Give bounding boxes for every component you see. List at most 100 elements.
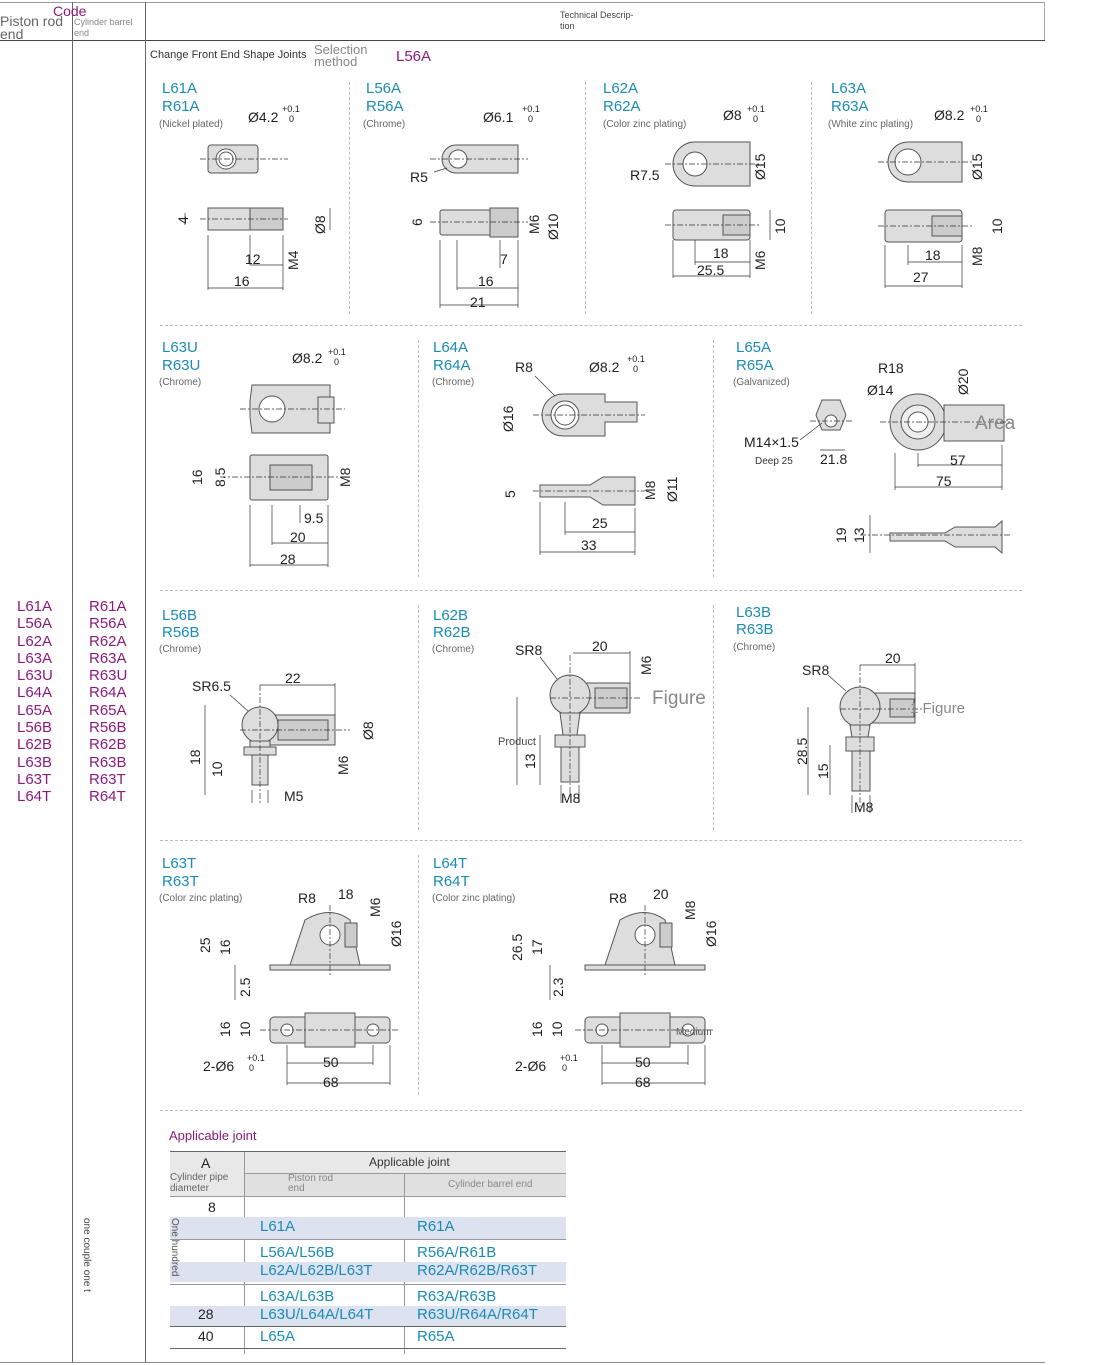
code-item: L62B <box>17 736 53 754</box>
dim-label: 57 <box>950 452 966 468</box>
col-a-header-cell <box>170 1152 244 1196</box>
dim-label: R5 <box>410 169 428 185</box>
joint-r64a-code: R64A <box>433 357 471 374</box>
joint-l63b-code: L63B <box>736 604 772 621</box>
tolerance-lower: 0 <box>334 357 339 367</box>
joint-finish: (Chrome) <box>432 644 475 655</box>
dim-label: 18 <box>925 247 941 263</box>
dim-label: M6 <box>638 655 654 675</box>
dim-label: 10 <box>989 218 1005 234</box>
joint-l62a-code: L62A <box>603 80 639 97</box>
table-cell: L63A/L63B <box>260 1288 335 1305</box>
dim-label: 7 <box>500 251 508 267</box>
header-rule <box>0 40 1045 41</box>
dim-label: 21 <box>470 294 486 310</box>
applicable-title: Applicable joint <box>169 1128 257 1143</box>
joint-r65a-code: R65A <box>736 357 774 374</box>
table-row: L61A R61A <box>170 1217 566 1239</box>
l65a-drawing: R18 Ø20 Ø14 M14×1.5 Deep 25 21.8 57 75 1… <box>744 360 1016 555</box>
code-item: R64A <box>89 684 127 702</box>
tolerance-lower: 0 <box>562 1063 567 1073</box>
column-divider-2 <box>145 2 146 1362</box>
joint-finish: (Galvanized) <box>733 377 790 388</box>
row-separator <box>160 590 1022 591</box>
dim-label: 15 <box>815 763 831 779</box>
product-watermark: Product <box>498 736 536 748</box>
joint-l56a-code: L56A <box>366 80 402 97</box>
joint-finish: (Chrome) <box>432 377 475 388</box>
table-rule <box>170 1196 566 1197</box>
dim-label: M8 <box>337 467 353 487</box>
dim-label: Ø8.2 <box>934 107 965 123</box>
joint-l56b-code: L56B <box>162 607 198 624</box>
dim-label: R8 <box>298 890 316 906</box>
code-item: R56A <box>89 615 127 633</box>
piston-code-list: L61A L56A L62A L63A L63U L64A L65A L56B … <box>17 598 53 806</box>
tolerance-upper: +0.1 <box>560 1053 578 1063</box>
dim-label: 27 <box>913 269 929 285</box>
joint-l63u-code: L63U <box>162 339 198 356</box>
dim-label: 10 <box>237 1021 253 1037</box>
dim-label: Ø15 <box>752 153 768 180</box>
l63b-drawing: SR8 20 1 Figure 28.5 15 M8 <box>794 650 965 815</box>
tolerance-lower: 0 <box>633 364 638 374</box>
dim-label: R18 <box>878 360 904 376</box>
dim-label: 50 <box>635 1054 651 1070</box>
code-item: L64A <box>17 684 53 702</box>
l64a-drawing: R8 Ø8.2 +0.1 0 Ø16 5 M8 Ø11 25 33 <box>500 354 680 555</box>
dim-label: 22 <box>285 670 301 686</box>
dim-label: M6 <box>367 897 383 917</box>
joint-finish: (Color zinc plating) <box>432 893 516 904</box>
column-separator <box>418 605 419 830</box>
dim-label: 20 <box>290 529 306 545</box>
code-item: R62B <box>89 736 127 754</box>
dim-label: 20 <box>885 650 901 666</box>
dim-label: 10 <box>209 761 225 777</box>
l62b-drawing: SR8 20 M6 Figure Product 13 M8 <box>498 638 706 806</box>
figure-watermark: Figure <box>652 688 706 709</box>
l64t-drawing: R8 20 M8 26.5 17 Ø16 2.3 16 10 2-Ø6 +0.1… <box>509 886 719 1090</box>
dim-label: 5 <box>502 490 518 498</box>
bottom-rule <box>0 1362 1045 1363</box>
table-row: L56A/L56B R56A/R61B <box>170 1244 566 1262</box>
dim-label: 25.5 <box>697 262 724 278</box>
dim-label: 13 <box>522 753 538 769</box>
code-item: R63T <box>89 770 126 788</box>
dim-label: Ø8.2 <box>292 350 323 366</box>
code-item: R64T <box>89 788 126 806</box>
dim-label: 25 <box>592 515 608 531</box>
table-cell: 8 <box>208 1199 216 1215</box>
dim-label: 18 <box>713 245 729 261</box>
dim-label: Ø14 <box>867 382 894 398</box>
dim-label: Ø6.1 <box>483 109 514 125</box>
joint-finish: (Nickel plated) <box>159 119 223 130</box>
l61a-drawing: Ø4.2 +0.1 0 4 12 16 Ø8 M4 <box>175 104 331 290</box>
dim-label: Ø4.2 <box>248 109 279 125</box>
barrel-header: Cylinder barrel end <box>448 1179 533 1190</box>
dim-label: M8 <box>969 246 985 266</box>
joint-finish: (Color zinc plating) <box>603 119 687 130</box>
code-item: L56B <box>17 719 53 737</box>
joint-r63a-code: R63A <box>831 98 869 115</box>
selection-method-label: Selection method <box>314 42 368 69</box>
tolerance-lower: 0 <box>753 114 758 124</box>
code-item: R61A <box>89 598 127 615</box>
joint-l64t-code: L64T <box>433 855 468 872</box>
code-item: L64T <box>17 788 52 806</box>
row-separator <box>160 840 1022 841</box>
side-note: One hundred <box>169 1218 180 1277</box>
dim-label: 21.8 <box>820 451 847 467</box>
dim-label: Ø8 <box>312 215 328 234</box>
dim-label: M8 <box>854 799 874 815</box>
l63a-drawing: Ø8.2 +0.1 0 Ø15 18 27 10 M8 <box>878 104 1005 288</box>
table-rule <box>170 1239 566 1240</box>
top-border <box>0 2 1045 3</box>
column-separator <box>349 82 350 314</box>
joint-finish: (White zinc plating) <box>828 119 914 130</box>
code-item: L63B <box>17 753 53 771</box>
dim-label: SR8 <box>802 662 829 678</box>
table-top-rule <box>170 1151 566 1152</box>
dim-label: 9.5 <box>304 510 324 526</box>
tolerance-upper: +0.1 <box>247 1053 265 1063</box>
joint-r62b-code: R62B <box>433 624 471 641</box>
